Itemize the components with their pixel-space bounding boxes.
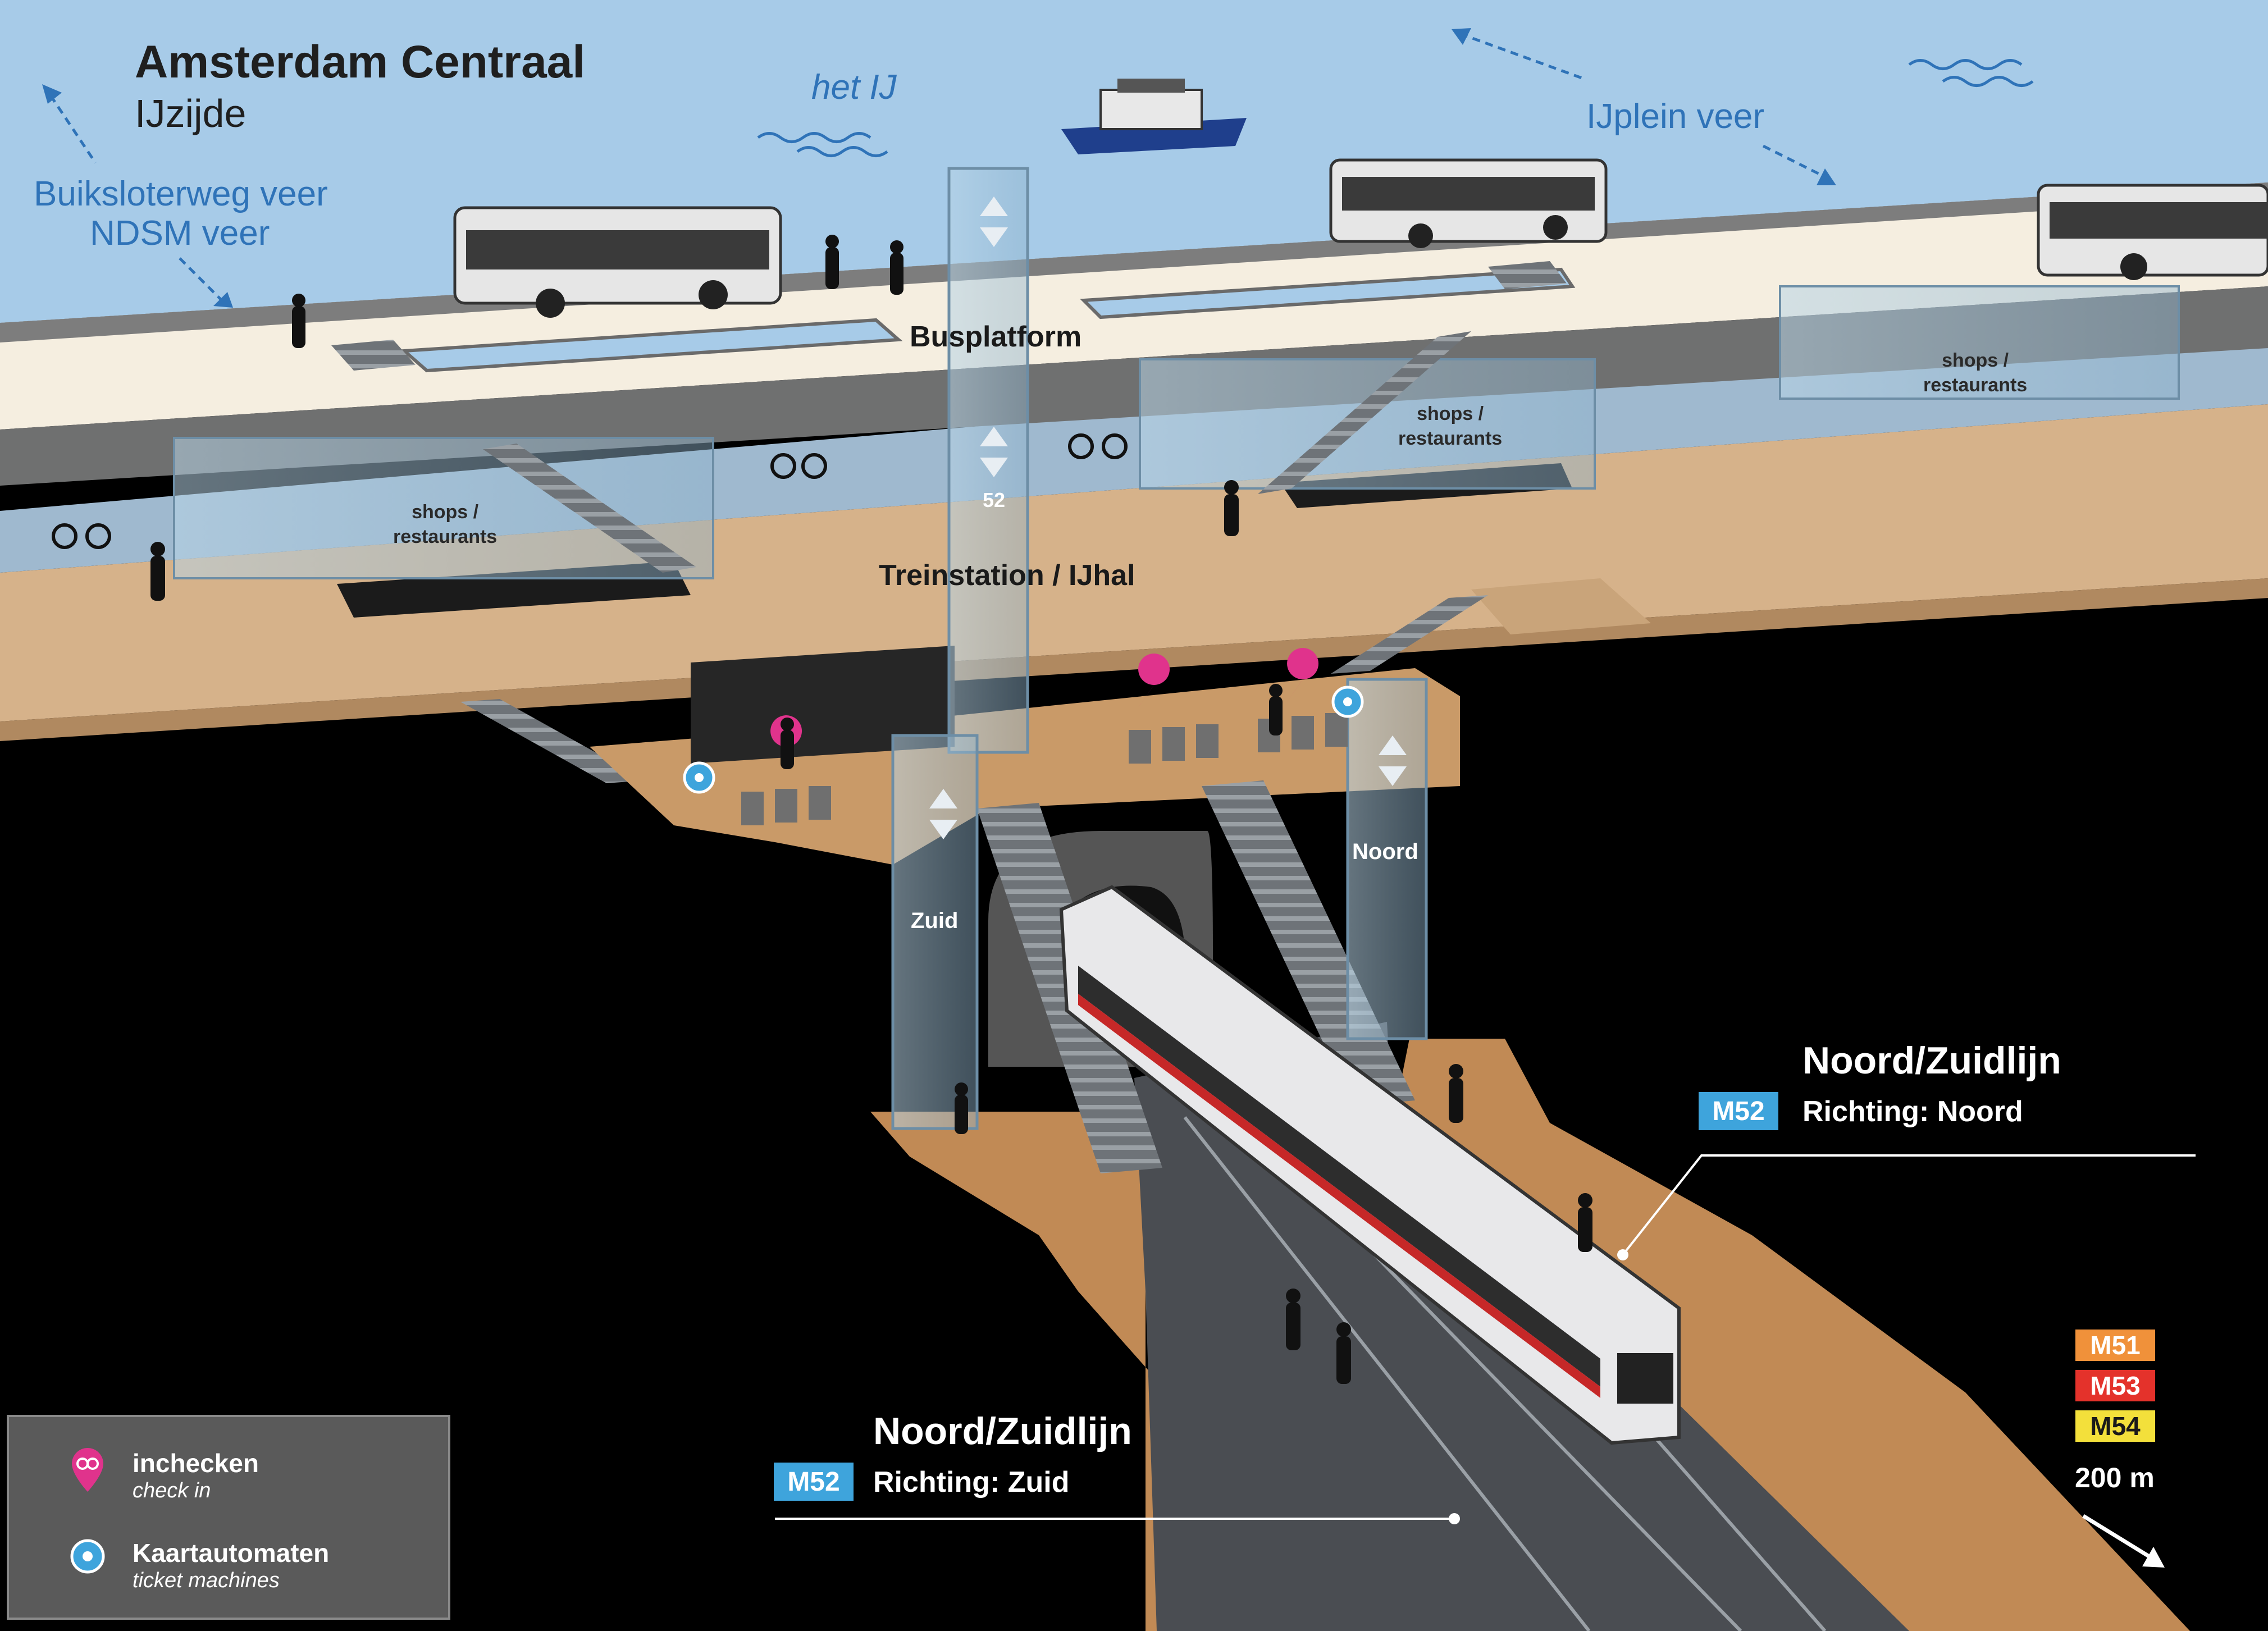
elevator-zuid-shaft — [891, 734, 979, 1130]
metro-train-windows — [1078, 966, 1600, 1387]
shops-box-right — [1779, 285, 2180, 400]
shops-label-left: shops / restaurants — [393, 500, 497, 549]
shops-label-middle: shops / restaurants — [1398, 401, 1502, 451]
legend-box: inchecken check in Kaartautomaten ticket… — [7, 1415, 450, 1620]
train-level-edge — [0, 578, 2268, 741]
shops-label-line2: restaurants — [393, 526, 498, 547]
legend-checkin-title: inchecken — [133, 1449, 259, 1478]
checkin-pin-icon — [72, 1448, 103, 1492]
metro-line-north-label: Noord/Zuidlijn — [1802, 1039, 2061, 1082]
bus-right — [2037, 184, 2268, 280]
cyclists — [52, 433, 1128, 549]
elevator-noord-shaft — [1346, 678, 1428, 1040]
shops-label-line1: shops / — [1942, 350, 2009, 371]
bus-middle — [1329, 158, 1608, 248]
shops-label-right: shops / restaurants — [1923, 348, 2027, 398]
ferry-label-buiksloterweg: Buiksloterweg veer — [34, 175, 328, 213]
page-title: Amsterdam Centraal — [135, 36, 586, 88]
ticket-machine-markers — [683, 686, 1364, 794]
ferry-arrows — [49, 32, 1832, 304]
deck-opening-1 — [400, 318, 903, 373]
elevator-arrows — [929, 197, 1407, 839]
metro-line-south-label: Noord/Zuidlijn — [873, 1410, 1132, 1452]
track-rail-1 — [1183, 1116, 1591, 1631]
ticket-machine-icon — [70, 1539, 105, 1574]
ferry-arrowheads — [42, 28, 1836, 308]
distance-label: 200 m — [2075, 1462, 2155, 1493]
metro-line-m53-badge: M53 — [2075, 1370, 2155, 1401]
wave-marks — [757, 59, 2034, 157]
escalator-to-concourse-left — [460, 699, 646, 783]
shops-label-line1: shops / — [412, 501, 479, 523]
pedestrians — [150, 235, 1592, 1384]
page-subtitle: IJzijde — [135, 92, 247, 135]
bus-platform-label: Busplatform — [910, 321, 1082, 353]
ferry-label-ndsm: NDSM veer — [90, 214, 270, 253]
shops-box-left — [173, 437, 714, 579]
shops-label-line2: restaurants — [1923, 374, 2028, 396]
ferry — [1061, 79, 1247, 154]
escalator-bus-right — [1488, 261, 1567, 289]
leader-dot-south — [1449, 1513, 1460, 1524]
metro-concourse-floor — [590, 668, 1460, 865]
metro-line-m54-badge: M54 — [2075, 1410, 2155, 1442]
shops-label-line2: restaurants — [1398, 428, 1503, 449]
elevator-noord-label: Noord — [1352, 839, 1418, 864]
metro-line-m51-badge: M51 — [2075, 1330, 2155, 1361]
label-leader-lines — [775, 1154, 2196, 1520]
metro-badge-north: M52 — [1699, 1092, 1778, 1130]
shops-label-line1: shops / — [1417, 403, 1484, 424]
direction-arrow — [2082, 1514, 2165, 1568]
escalator-to-concourse-right — [1331, 595, 1488, 674]
elevator-number-label: 52 — [983, 488, 1006, 511]
concourse-back-wall — [691, 646, 955, 764]
train-station-label: Treinstation / IJhal — [879, 559, 1135, 592]
metro-train-stripe — [1078, 994, 1600, 1398]
leader-dot-north — [1617, 1249, 1628, 1260]
river-label: het IJ — [811, 68, 897, 107]
escalator-bus-left — [331, 340, 416, 371]
bus-deck-edge — [0, 286, 2268, 486]
metro-direction-south: Richting: Zuid — [873, 1466, 1070, 1498]
shops-box-middle — [1139, 358, 1596, 490]
legend-ticket-title: Kaartautomaten — [133, 1538, 330, 1568]
metro-platform-right — [1393, 1039, 2190, 1631]
escalator-deck-left — [483, 444, 696, 573]
bus-left — [453, 206, 782, 318]
deck-opening-2 — [1080, 267, 1576, 319]
ijhal-ledge — [1471, 578, 1651, 634]
metro-badge-south: M52 — [774, 1463, 854, 1501]
legend-ticket-subtitle: ticket machines — [133, 1569, 280, 1592]
train-level-floor — [0, 404, 2268, 721]
escalator-deck-right — [1258, 331, 1471, 494]
ferry-label-ijplein: IJplein veer — [1586, 97, 1765, 136]
legend-checkin-subtitle: check in — [133, 1479, 211, 1502]
elevator-zuid-label: Zuid — [911, 908, 959, 933]
metro-train-cab-window — [1617, 1353, 1673, 1404]
metro-direction-north: Richting: Noord — [1802, 1095, 2023, 1128]
